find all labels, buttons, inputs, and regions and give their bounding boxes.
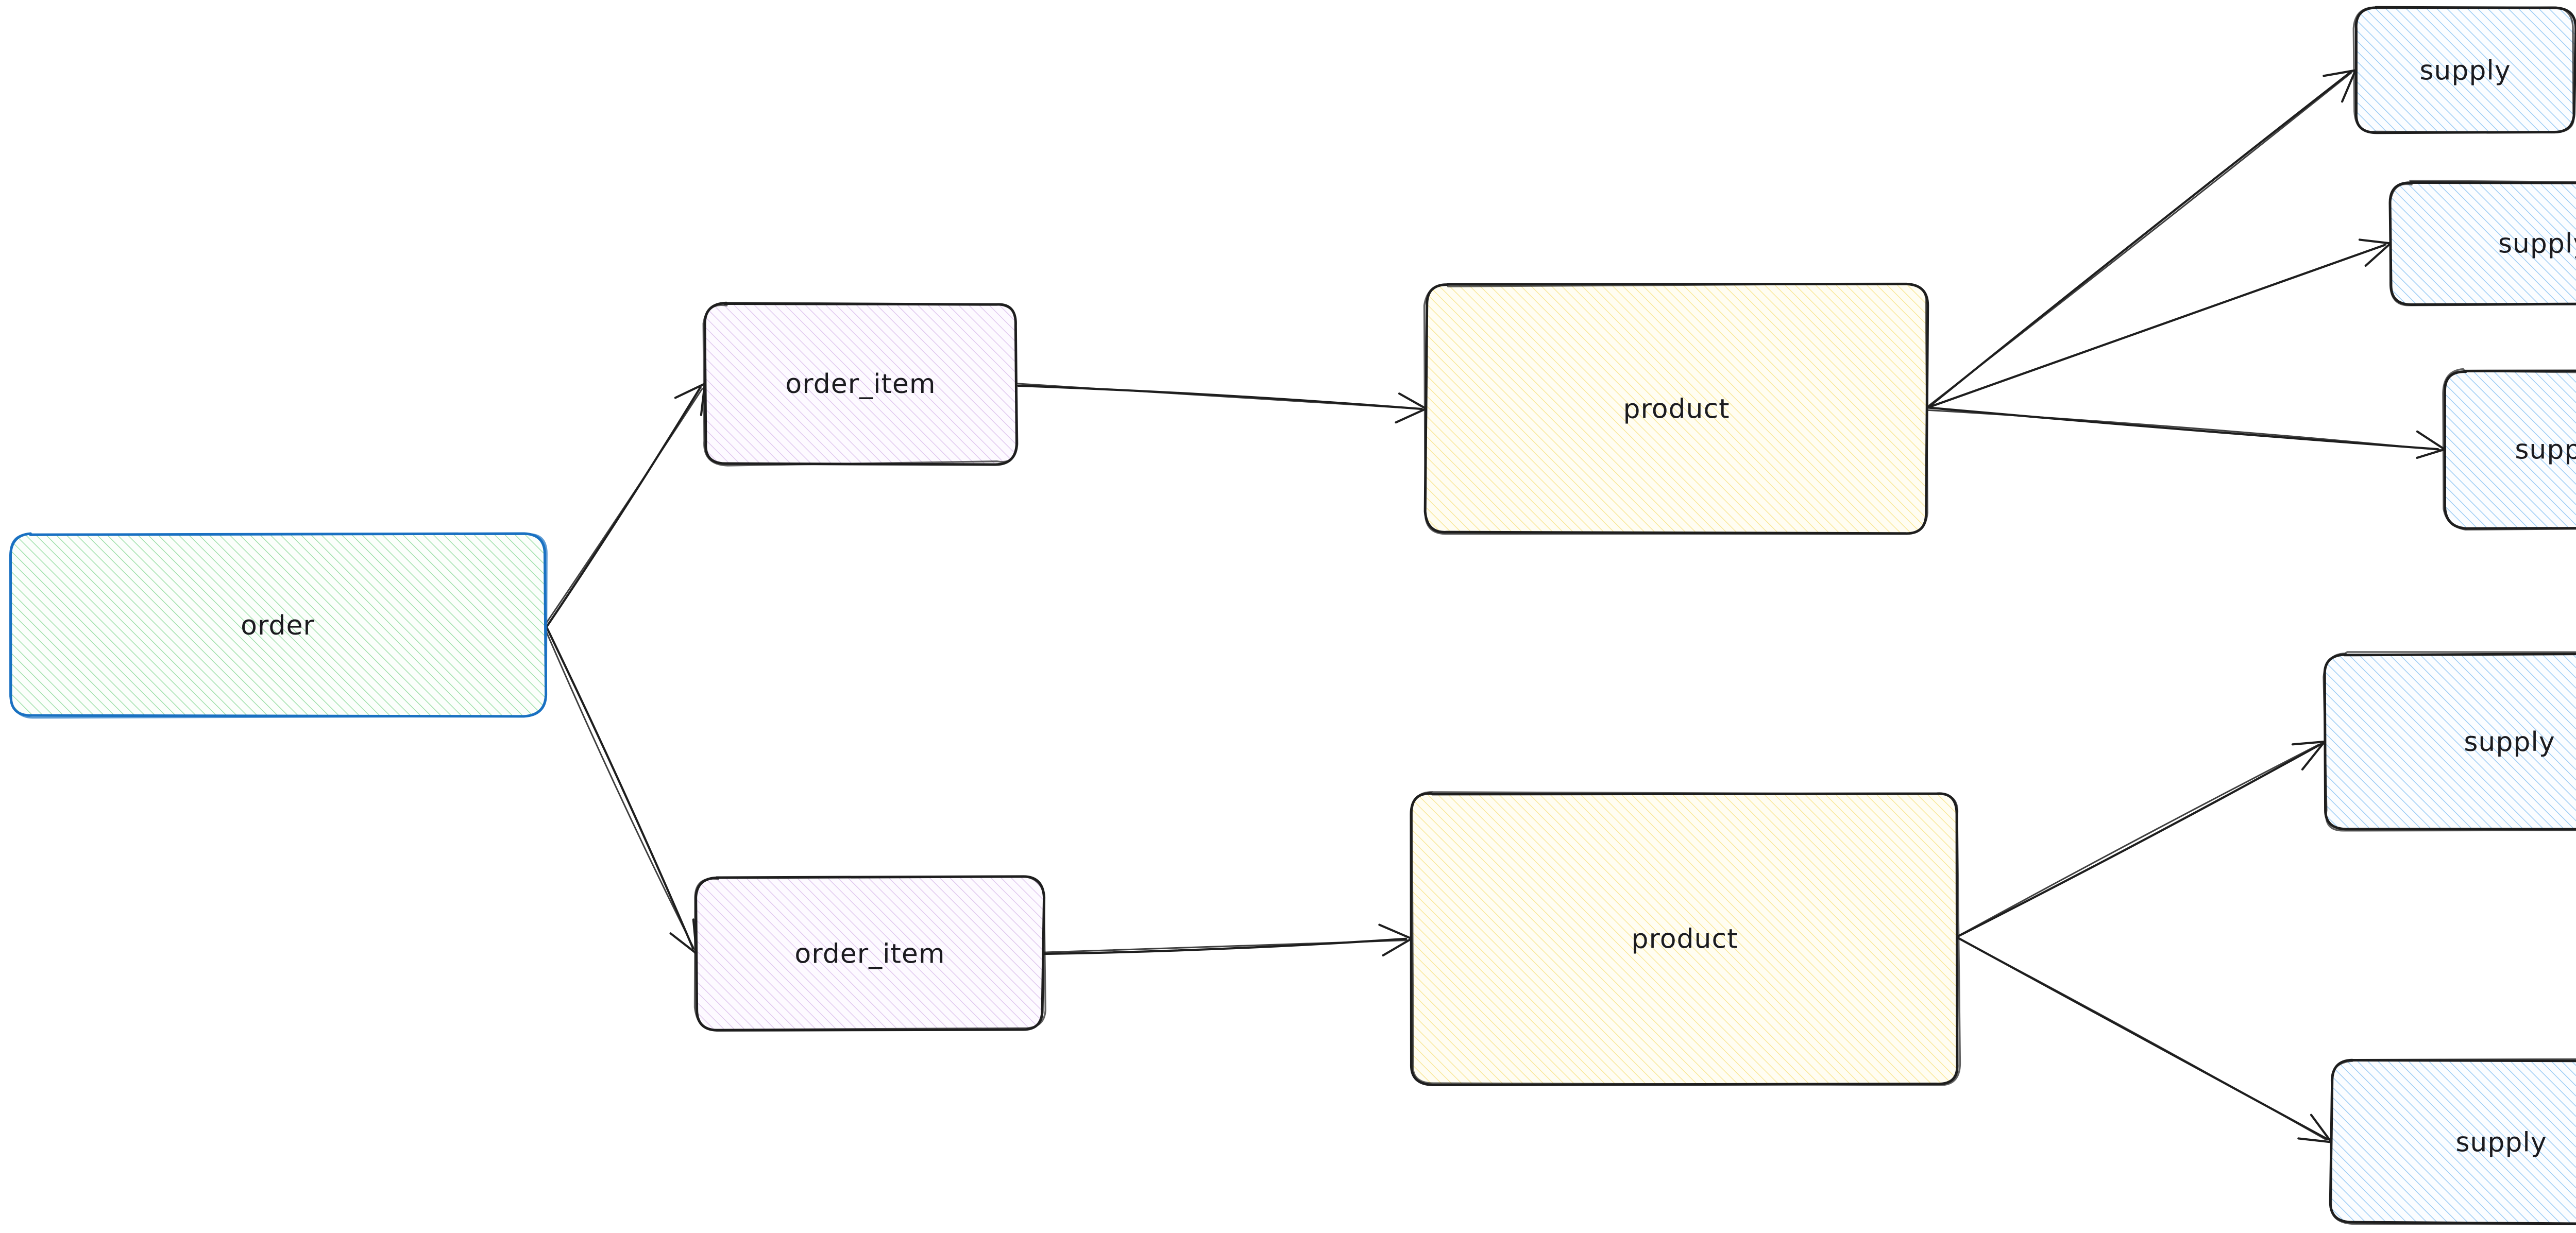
- node-label-supply_1: supply: [2419, 56, 2511, 87]
- node-hatch-fill: [1426, 284, 1927, 534]
- node-label-product_2: product: [1631, 924, 1738, 955]
- node-hatch-fill: [10, 534, 545, 716]
- node-order_item_2[interactable]: order_item: [693, 875, 1046, 1032]
- node-outline: [2442, 368, 2576, 531]
- node-product_1[interactable]: product: [1423, 282, 1929, 535]
- node-outline: [702, 301, 1019, 467]
- node-hatch-fill: [2391, 183, 2576, 305]
- node-hatch-fill: [704, 303, 1018, 464]
- node-label-order_item_2: order_item: [794, 939, 945, 970]
- edge-order_item_1-to-product_1: [1015, 383, 1428, 424]
- node-outline: [1411, 791, 1961, 1086]
- edge-product_1-to-supply_2: [1924, 238, 2392, 409]
- node-outline: [2323, 651, 2576, 832]
- node-hatch-fill: [2324, 654, 2576, 830]
- edge-product_2-to-supply_4: [1956, 740, 2326, 938]
- edge-layer: [543, 69, 2446, 1143]
- node-outline: [1423, 282, 1928, 535]
- node-hatch-fill: [696, 876, 1044, 1030]
- node-product_2[interactable]: product: [1410, 791, 1961, 1086]
- node-hatch-fill: [2355, 7, 2575, 134]
- node-label-order: order: [241, 610, 315, 641]
- edge-order_item_2-to-product_2: [1042, 923, 1413, 957]
- node-outline: [9, 533, 548, 719]
- node-label-supply_4: supply: [2464, 727, 2555, 758]
- node-label-product_1: product: [1623, 394, 1730, 425]
- edge-order-to-order_item_1: [544, 382, 706, 628]
- node-supply_3[interactable]: supply: [2442, 368, 2576, 531]
- node-label-order_item_1: order_item: [785, 369, 936, 400]
- node-supply_1[interactable]: supply: [2352, 6, 2576, 134]
- edge-product_1-to-supply_3: [1926, 406, 2446, 459]
- node-outline: [2352, 6, 2575, 134]
- edge-product_1-to-supply_1: [1926, 69, 2357, 409]
- node-layer: orderorder_itemorder_itemproductproducts…: [9, 6, 2576, 1225]
- edge-product_2-to-supply_5: [1956, 936, 2333, 1143]
- node-order_item_1[interactable]: order_item: [702, 301, 1019, 467]
- node-supply_4[interactable]: supply: [2323, 651, 2576, 832]
- node-outline: [2389, 180, 2576, 306]
- node-label-supply_5: supply: [2455, 1127, 2547, 1158]
- node-outline: [2330, 1058, 2576, 1225]
- edge-order-to-order_item_2: [543, 624, 698, 955]
- node-hatch-fill: [2444, 371, 2576, 528]
- node-supply_2[interactable]: supply: [2388, 180, 2576, 306]
- node-order[interactable]: order: [9, 532, 548, 719]
- node-supply_5[interactable]: supply: [2329, 1058, 2576, 1225]
- node-outline: [693, 875, 1046, 1031]
- node-hatch-fill: [2331, 1060, 2576, 1224]
- node-label-supply_3: supply: [2515, 435, 2576, 466]
- node-label-supply_2: supply: [2498, 229, 2576, 260]
- node-hatch-fill: [1411, 794, 1958, 1084]
